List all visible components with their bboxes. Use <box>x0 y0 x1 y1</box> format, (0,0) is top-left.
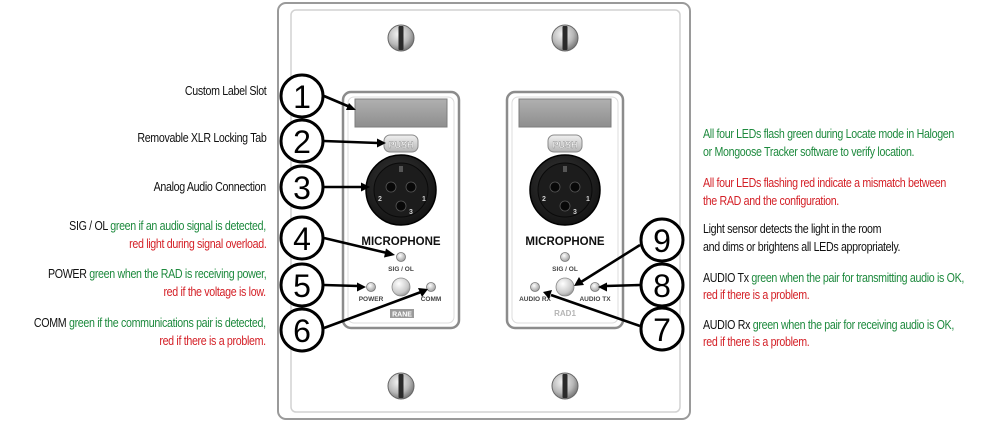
audio-tx-green-text: green when the pair for transmitting aud… <box>751 270 965 285</box>
mismatch-text-line2: the RAD and the configuration. <box>703 193 839 208</box>
light-sensor <box>555 277 575 297</box>
callout-3: 3 <box>279 164 325 210</box>
comm-label: COMM <box>421 296 442 303</box>
screw-icon <box>387 24 415 52</box>
wall-plate-bevel <box>290 9 681 413</box>
audio-rx-description: AUDIO Rx green when the pair for receivi… <box>703 317 954 333</box>
svg-text:1: 1 <box>586 196 590 203</box>
comm-red-text: red if there is a problem. <box>159 333 267 348</box>
light-sensor-text-line2: and dims or brightens all LEDs appropria… <box>703 239 901 254</box>
sig-ol-led <box>560 252 570 262</box>
svg-text:4: 4 <box>293 221 311 257</box>
sig-ol-label: SIG / OL <box>388 266 414 273</box>
callout-8: 8 <box>639 262 685 308</box>
comm-led <box>426 282 436 292</box>
custom-label-slot-label: Custom Label Slot <box>184 83 266 98</box>
power-label: POWER <box>359 296 384 303</box>
right-module: PUSH 2 1 3 MICROPHONE SIG / OL AUDIO RX … <box>505 90 625 330</box>
xlr-tab-label: Removable XLR Locking Tab <box>136 130 266 145</box>
callout-1: 1 <box>279 73 325 119</box>
svg-text:3: 3 <box>293 170 311 206</box>
screw-icon <box>387 372 415 400</box>
xlr-locking-tab <box>547 134 583 153</box>
power-led <box>366 282 376 292</box>
audio-tx-description: AUDIO Tx green when the pair for transmi… <box>703 270 964 286</box>
comm-green-text: green if the communications pair is dete… <box>69 315 266 330</box>
audio-rx-label: AUDIO RX <box>519 296 551 303</box>
microphone-title: MICROPHONE <box>525 236 605 248</box>
power-green-text: green when the RAD is receiving power, <box>88 266 266 281</box>
xlr-connector-icon: 2 1 3 <box>365 154 437 226</box>
svg-text:9: 9 <box>653 223 671 259</box>
audio-rx-name: AUDIO Rx <box>703 317 751 332</box>
sig-ol-led <box>396 252 406 262</box>
sig-ol-description: SIG / OL green if an audio signal is det… <box>69 218 266 234</box>
svg-text:3: 3 <box>573 209 577 216</box>
callout-5: 5 <box>279 262 325 308</box>
sig-ol-label: SIG / OL <box>552 266 578 273</box>
power-red-text: red if the voltage is low. <box>163 284 267 299</box>
light-sensor <box>391 277 411 297</box>
xlr-connector-icon: 2 1 3 <box>529 154 601 226</box>
audio-rx-red-text: red if there is a problem. <box>703 334 810 349</box>
svg-text:3: 3 <box>409 209 413 216</box>
mismatch-text-line1: All four LEDs flashing red indicate a mi… <box>703 175 947 190</box>
svg-text:8: 8 <box>653 268 671 304</box>
leader-arrows <box>323 94 641 330</box>
sig-ol-name: SIG / OL <box>69 218 108 233</box>
locate-text-line2: or Mongoose Tracker software to verify l… <box>703 144 915 159</box>
audio-tx-label: AUDIO TX <box>579 296 611 303</box>
svg-text:2: 2 <box>293 124 311 160</box>
svg-text:RANE: RANE <box>392 312 412 319</box>
screw-icon <box>551 24 579 52</box>
callout-7: 7 <box>639 306 685 352</box>
audio-tx-name: AUDIO Tx <box>703 270 749 285</box>
svg-text:7: 7 <box>653 312 671 348</box>
screw-icon <box>551 372 579 400</box>
analog-audio-label: Analog Audio Connection <box>153 179 267 194</box>
power-name: POWER <box>47 266 87 281</box>
sig-ol-green-text: green if an audio signal is detected, <box>110 218 266 233</box>
wall-plate <box>277 2 691 420</box>
power-description: POWER green when the RAD is receiving po… <box>47 266 267 282</box>
svg-text:2: 2 <box>542 196 546 203</box>
left-module: PUSH 2 1 3 MICROPHONE SIG / OL POWER COM… <box>341 90 461 330</box>
custom-label-slot <box>354 98 448 128</box>
callout-9: 9 <box>639 217 685 263</box>
rane-logo: RANE <box>390 309 414 319</box>
svg-text:6: 6 <box>293 313 311 349</box>
custom-label-slot <box>518 98 612 128</box>
comm-description: COMM green if the communications pair is… <box>34 315 266 331</box>
comm-name: COMM <box>34 315 67 330</box>
audio-rx-led <box>530 282 540 292</box>
push-label: PUSH <box>552 140 577 150</box>
audio-rx-green-text: green when the pair for receiving audio … <box>752 317 955 332</box>
audio-tx-red-text: red if there is a problem. <box>703 287 810 302</box>
callout-4: 4 <box>279 215 325 261</box>
callout-2: 2 <box>279 118 325 164</box>
svg-text:1: 1 <box>293 79 311 115</box>
sig-ol-red-text: red light during signal overload. <box>128 236 267 251</box>
model-label: RAD1 <box>554 309 576 318</box>
push-label: PUSH <box>388 140 413 150</box>
svg-text:2: 2 <box>378 196 382 203</box>
microphone-title: MICROPHONE <box>361 236 441 248</box>
svg-text:5: 5 <box>293 268 311 304</box>
callout-6: 6 <box>279 307 325 353</box>
locate-text-line1: All four LEDs flash green during Locate … <box>703 126 954 141</box>
light-sensor-text-line1: Light sensor detects the light in the ro… <box>703 221 882 236</box>
svg-text:1: 1 <box>422 196 426 203</box>
